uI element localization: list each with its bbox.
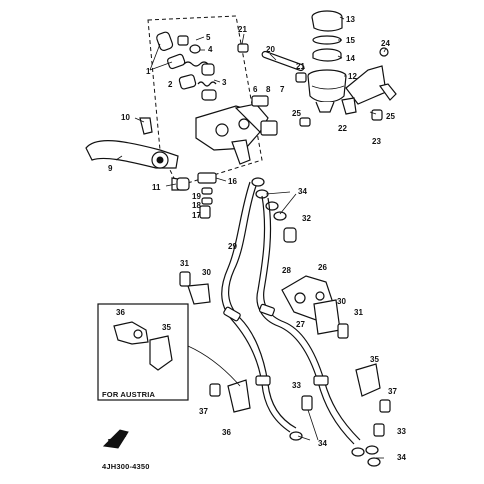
- callout-36-inset: 36: [116, 308, 125, 317]
- callout-11: 11: [152, 183, 161, 192]
- callout-31-left: 31: [180, 259, 189, 268]
- callout-25-right: 25: [386, 112, 395, 121]
- brake-hoses: [221, 181, 361, 445]
- callout-20: 20: [266, 45, 275, 54]
- callout-33-mid: 33: [292, 381, 301, 390]
- inset-caption: FOR AUSTRIA: [102, 390, 156, 399]
- callout-12: 12: [348, 72, 357, 81]
- callout-24: 24: [381, 39, 390, 48]
- callout-15: 15: [346, 36, 355, 45]
- callout-14: 14: [346, 54, 355, 63]
- callout-29: 29: [228, 242, 237, 251]
- callout-34-upper: 34: [298, 187, 307, 196]
- callout-10: 10: [121, 113, 130, 122]
- callout-35-inset: 35: [162, 323, 171, 332]
- callout-16: 16: [228, 177, 237, 186]
- leader-lines: [115, 16, 387, 459]
- brake-lever: [85, 117, 185, 191]
- callout-19: 19: [192, 192, 201, 201]
- callout-36-lower: 36: [222, 428, 231, 437]
- callout-35-lower: 35: [370, 355, 379, 364]
- hose-junction-block: [179, 271, 349, 339]
- callout-9: 9: [108, 164, 113, 173]
- callout-37-right: 37: [388, 387, 397, 396]
- callout-31-right: 31: [354, 308, 363, 317]
- callout-34-mid: 34: [318, 439, 327, 448]
- diagram-code: 4JH300-4350: [102, 462, 150, 471]
- callout-1: 1: [146, 67, 151, 76]
- callout-23: 23: [372, 137, 381, 146]
- callout-22: 22: [338, 124, 347, 133]
- master-cylinder-body: [195, 95, 278, 165]
- callout-26: 26: [318, 263, 327, 272]
- callout-7: 7: [280, 85, 285, 94]
- callout-3: 3: [222, 78, 227, 87]
- callout-8: 8: [266, 85, 271, 94]
- callout-4: 4: [208, 45, 213, 54]
- callout-21-upper: 21: [238, 25, 247, 34]
- callout-2: 2: [168, 80, 173, 89]
- callout-37-left: 37: [199, 407, 208, 416]
- reservoir-bracket: [299, 47, 397, 127]
- caliper-hose-fittings: [209, 363, 391, 467]
- callout-27: 27: [296, 320, 305, 329]
- callout-32: 32: [302, 214, 311, 223]
- banjo-fittings-upper: [176, 172, 297, 243]
- assembly-dashed-outline: [147, 15, 263, 187]
- callout-21-lower: 21: [296, 62, 305, 71]
- callout-30-right: 30: [337, 297, 346, 306]
- callout-labels: 13 15 14 12 24 21 20 21 5 4 1 2 3 6 8 7 …: [108, 15, 406, 462]
- callout-30-left: 30: [202, 268, 211, 277]
- callout-17: 17: [192, 211, 201, 220]
- master-cylinder-kit-parts: [149, 31, 217, 101]
- callout-28: 28: [282, 266, 291, 275]
- callout-34-lower: 34: [397, 453, 406, 462]
- austria-inset-box: [97, 303, 241, 401]
- callout-13: 13: [346, 15, 355, 24]
- callout-6: 6: [253, 85, 258, 94]
- callout-25-left: 25: [292, 109, 301, 118]
- front-direction-icon: [102, 429, 129, 449]
- callout-33-lower: 33: [397, 427, 406, 436]
- callout-5: 5: [206, 33, 211, 42]
- callout-18: 18: [192, 201, 201, 210]
- brake-fluid-reservoir: [237, 10, 347, 113]
